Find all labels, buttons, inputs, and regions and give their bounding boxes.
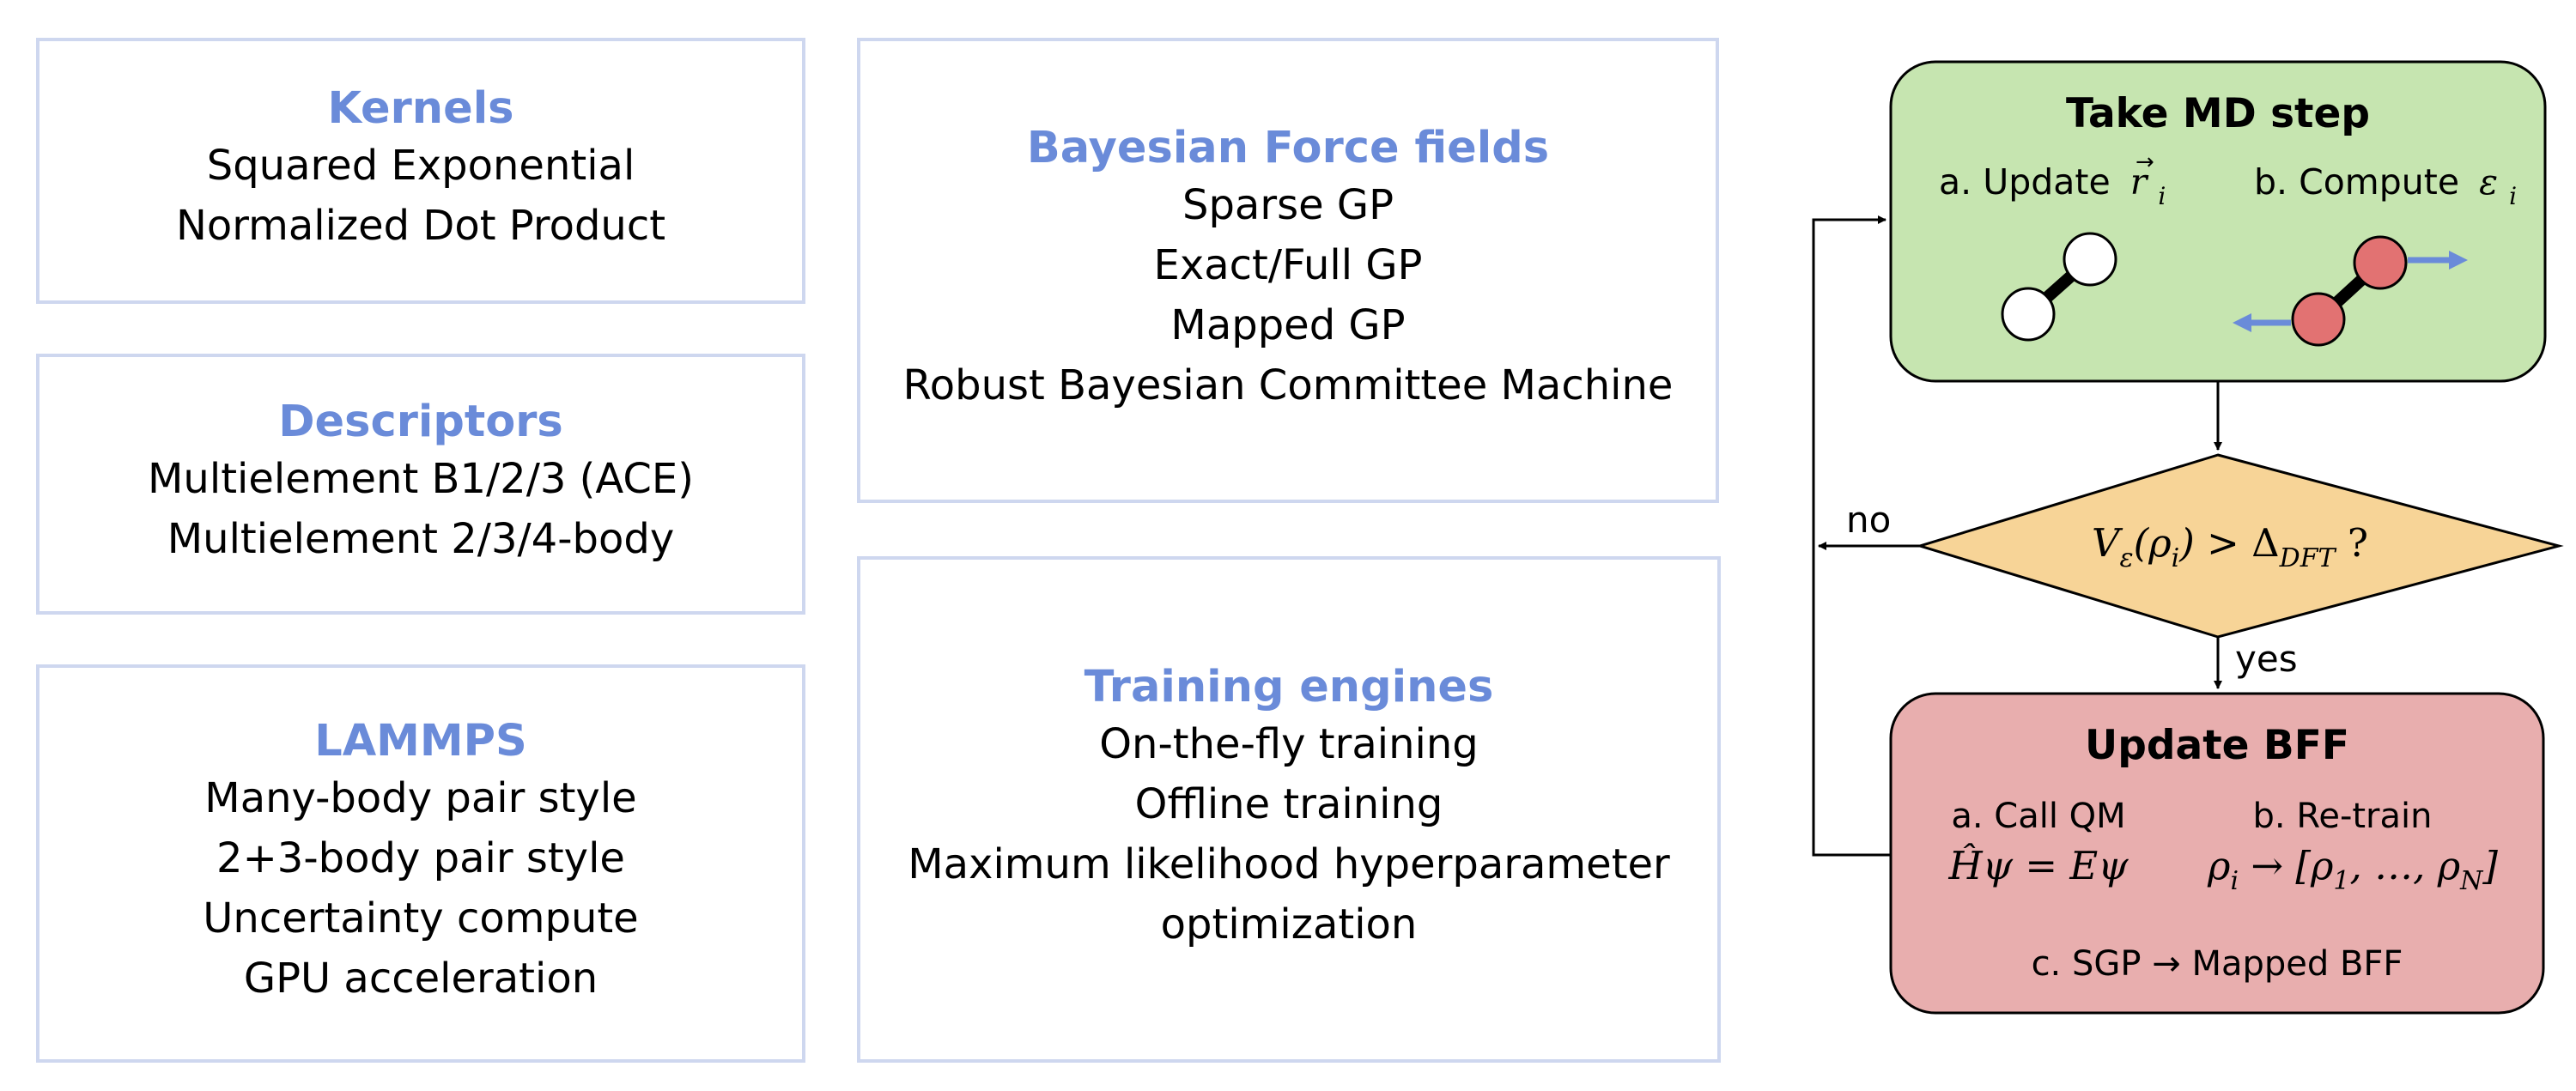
- loop-back-line: [1812, 215, 1891, 857]
- lammps-item: Uncertainty compute: [203, 894, 639, 943]
- training-item: Offline training: [1134, 779, 1443, 828]
- bff-title: Bayesian Force fields: [1026, 122, 1550, 173]
- yes-label: yes: [2235, 638, 2298, 680]
- no-label: no: [1846, 499, 1891, 541]
- update-label-a: a. Call QM: [1951, 797, 2125, 836]
- update-eq-b: ρi → [ρ1, …, ρN]: [2207, 843, 2498, 896]
- update-bff-box: [1889, 692, 2545, 1015]
- md-step-label-b: b. Compute ε i: [2254, 161, 2517, 210]
- update-bff-title: Update BFF: [2085, 722, 2349, 769]
- update-eq-a: Ĥψ = Eψ: [1948, 843, 2129, 888]
- descriptors-item: Multielement 2/3/4-body: [167, 514, 675, 563]
- lammps-item: GPU acceleration: [243, 954, 598, 1003]
- training-item: On-the-fly training: [1099, 719, 1479, 768]
- training-item: Maximum likelihood hyperparameter: [908, 839, 1670, 888]
- molecule-forces-icon: [2233, 235, 2468, 347]
- molecule-white-icon: [2001, 232, 2117, 342]
- bayesian-force-fields-panel: Bayesian Force fields Sparse GP Exact/Fu…: [857, 38, 1719, 503]
- bff-item: Mapped GP: [1170, 300, 1406, 349]
- training-engines-panel: Training engines On-the-fly training Off…: [857, 556, 1721, 1063]
- md-step-label-a: a. Update r i: [1939, 161, 2166, 210]
- md-step-title: Take MD step: [2066, 90, 2370, 137]
- bff-item: Exact/Full GP: [1153, 240, 1423, 289]
- descriptors-title: Descriptors: [278, 396, 563, 447]
- kernels-item: Squared Exponential: [206, 141, 635, 190]
- kernels-title: Kernels: [327, 82, 514, 134]
- md-step-vector-arrow: →: [2136, 149, 2154, 175]
- lammps-item: Many-body pair style: [204, 773, 637, 822]
- training-item: optimization: [1160, 900, 1418, 949]
- lammps-title: LAMMPS: [314, 715, 527, 767]
- lammps-item: 2+3-body pair style: [216, 833, 625, 882]
- bff-item: Sparse GP: [1182, 180, 1394, 229]
- bff-item: Robust Bayesian Committee Machine: [902, 361, 1674, 409]
- kernels-panel: Kernels Squared Exponential Normalized D…: [36, 38, 805, 304]
- kernels-item: Normalized Dot Product: [175, 201, 666, 250]
- lammps-panel: LAMMPS Many-body pair style 2+3-body pai…: [36, 664, 805, 1063]
- decision-condition: Vε(ρi) > ΔDFT ?: [2092, 520, 2368, 573]
- update-label-c: c. SGP → Mapped BFF: [2032, 944, 2403, 984]
- descriptors-item: Multielement B1/2/3 (ACE): [148, 454, 694, 503]
- update-label-b: b. Re-train: [2253, 797, 2433, 836]
- descriptors-panel: Descriptors Multielement B1/2/3 (ACE) Mu…: [36, 354, 805, 615]
- training-title: Training engines: [1084, 661, 1494, 712]
